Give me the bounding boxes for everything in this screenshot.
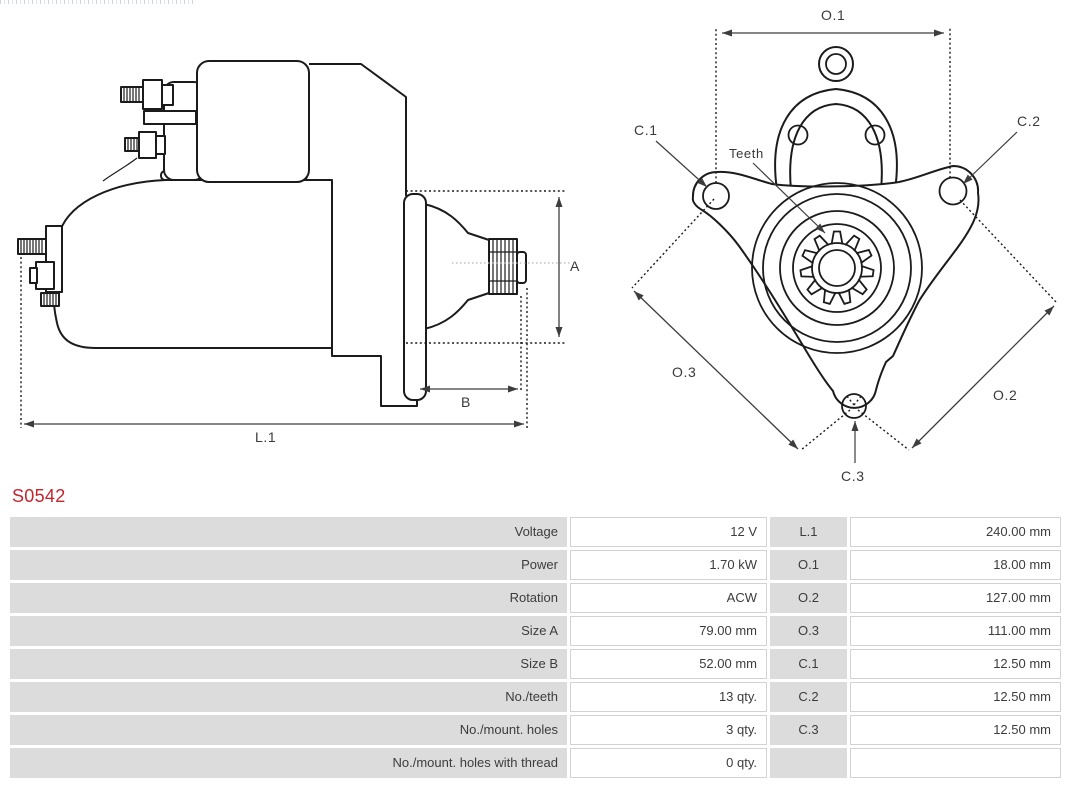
pinion-spline: [488, 238, 527, 295]
pinion-gear: [799, 230, 875, 305]
dim-label-c1: C.1: [634, 122, 658, 138]
mounting-flange: [691, 164, 980, 409]
dim-code: L.1: [770, 517, 847, 547]
solenoid: [196, 60, 310, 183]
dim-code: C.1: [770, 649, 847, 679]
callout-c2: C.2: [962, 113, 1041, 185]
arch-bolt-hole-right: [864, 124, 886, 146]
drive-end-cone: [423, 203, 490, 330]
callout-c1: C.1: [634, 122, 708, 188]
technical-drawing: A B L.1: [17, 7, 1057, 484]
dimension-o1: O.1: [722, 7, 944, 37]
arch-bolt-hole-left: [787, 124, 809, 146]
spec-table: Voltage 12 V L.1 240.00 mm Power 1.70 kW…: [10, 517, 1061, 778]
spec-label: Size A: [10, 616, 567, 646]
spec-label: Voltage: [10, 517, 567, 547]
spec-label: Power: [10, 550, 567, 580]
dim-code: O.3: [770, 616, 847, 646]
spec-value: 13 qty.: [570, 682, 767, 712]
spec-label: Size B: [10, 649, 567, 679]
part-number: S0542: [12, 486, 66, 506]
motor-body: [51, 179, 333, 349]
dim-label-o2: O.2: [993, 387, 1017, 403]
dim-label-c2: C.2: [1017, 113, 1041, 129]
dim-value: 18.00 mm: [850, 550, 1061, 580]
yoke-arch: [774, 88, 898, 191]
teeth-label: Teeth: [729, 146, 764, 161]
dim-code: O.2: [770, 583, 847, 613]
spec-label: No./mount. holes with thread: [10, 748, 567, 778]
shaft-end-cap: [516, 251, 527, 284]
dim-value: 12.50 mm: [850, 682, 1061, 712]
aspl-logo-fragment: [0, 0, 193, 4]
spec-label: Rotation: [10, 583, 567, 613]
rear-terminal-studs: [17, 225, 63, 307]
dimension-l1: L.1: [24, 420, 524, 445]
top-ear-hole: [825, 53, 847, 75]
dim-code: C.3: [770, 715, 847, 745]
dim-label-o1: O.1: [821, 7, 845, 23]
drive-bracket-outline: [309, 63, 407, 196]
spec-value: 1.70 kW: [570, 550, 767, 580]
top-ear-boss: [818, 46, 854, 82]
mount-hole-c2: [938, 176, 968, 206]
dimension-a: A: [555, 197, 580, 337]
dim-value: 240.00 mm: [850, 517, 1061, 547]
mounting-flange-ring: [403, 193, 427, 401]
spec-label: No./mount. holes: [10, 715, 567, 745]
solenoid-terminals: [102, 79, 197, 182]
dim-code: O.1: [770, 550, 847, 580]
dim-label-c3: C.3: [841, 468, 865, 484]
callout-teeth: Teeth: [729, 146, 826, 234]
dimension-o2: O.2: [911, 305, 1055, 449]
spec-value: ACW: [570, 583, 767, 613]
terminal-cable: [102, 157, 138, 182]
dim-label-l1: L.1: [255, 429, 276, 445]
spec-value: 12 V: [570, 517, 767, 547]
front-view-drawing: O.1 O.3 O.2 C.1 C.2 Teeth: [631, 7, 1057, 484]
mount-hole-c3: [841, 393, 867, 419]
spec-value: 79.00 mm: [570, 616, 767, 646]
spec-label: No./teeth: [10, 682, 567, 712]
dim-value: 127.00 mm: [850, 583, 1061, 613]
dim-code: C.2: [770, 682, 847, 712]
dim-label-b: B: [461, 394, 471, 410]
dimension-o3: O.3: [633, 290, 799, 450]
side-view-drawing: A B L.1: [17, 60, 580, 445]
dim-code: [770, 748, 847, 778]
dim-label-o3: O.3: [672, 364, 696, 380]
dim-value: [850, 748, 1061, 778]
spec-value: 0 qty.: [570, 748, 767, 778]
callout-c3: C.3: [841, 421, 865, 484]
spec-value: 3 qty.: [570, 715, 767, 745]
dim-value: 111.00 mm: [850, 616, 1061, 646]
dim-label-a: A: [570, 258, 580, 274]
dimension-b: B: [420, 385, 518, 410]
dim-value: 12.50 mm: [850, 715, 1061, 745]
spec-value: 52.00 mm: [570, 649, 767, 679]
dim-value: 12.50 mm: [850, 649, 1061, 679]
